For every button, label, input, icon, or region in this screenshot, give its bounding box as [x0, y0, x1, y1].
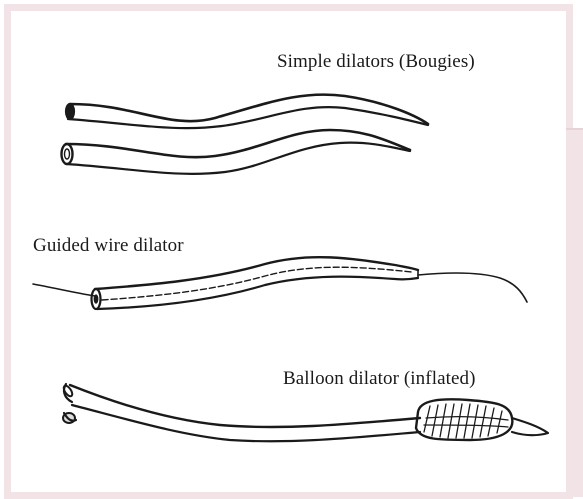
- bougie-lower: [62, 130, 411, 174]
- balloon-dilator: [62, 384, 548, 441]
- label-simple-dilators: Simple dilators (Bougies): [277, 51, 475, 73]
- bougie-upper: [66, 95, 428, 129]
- guided-wire-dilator: [33, 257, 527, 309]
- label-balloon-dilator: Balloon dilator (inflated): [283, 368, 476, 390]
- label-guided-wire-dilator: Guided wire dilator: [33, 235, 184, 257]
